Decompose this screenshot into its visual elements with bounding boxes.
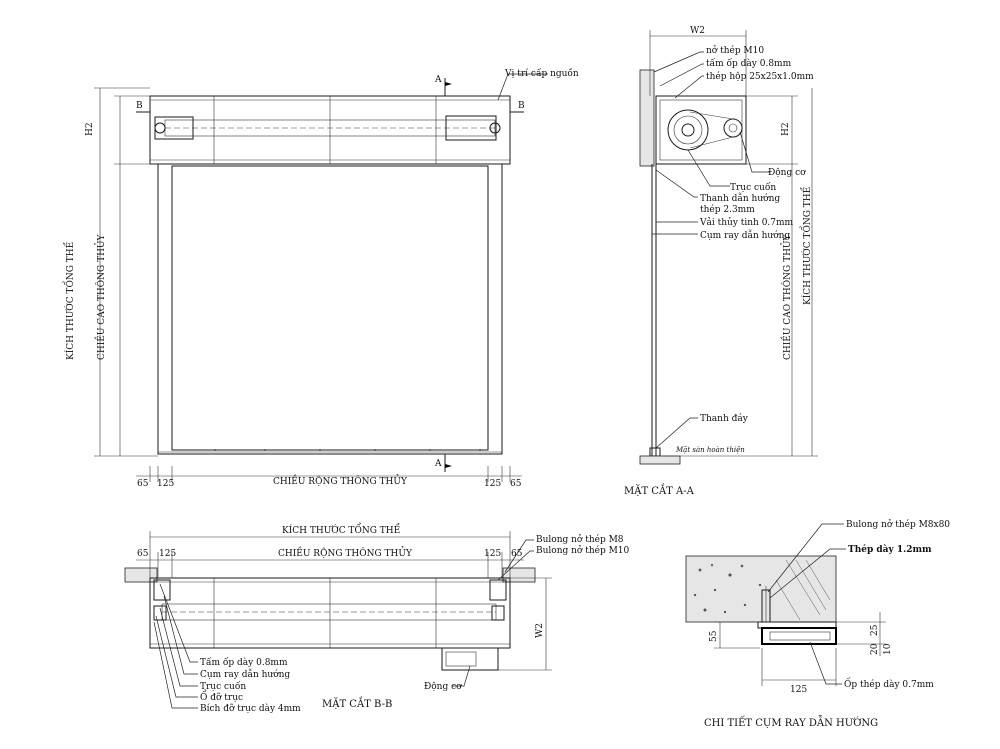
aa-floor bbox=[639, 455, 681, 465]
aa-dim-w2: W2 bbox=[690, 26, 705, 36]
aa-label-guide-bar: Thanh dẫn hướng bbox=[700, 192, 780, 204]
aa-label-anchor-m10: nở thép M10 bbox=[706, 45, 764, 56]
section-b-marker-right: B bbox=[518, 101, 525, 111]
detail-label-cover: Ốp thép dày 0.7mm bbox=[844, 677, 934, 690]
detail-dim-20: 20 bbox=[870, 643, 880, 655]
bb-label-bolt-m8: Bulong nở thép M8 bbox=[536, 534, 624, 545]
bb-label-bolt-m10: Bulong nở thép M10 bbox=[536, 545, 630, 556]
detail-concrete bbox=[685, 555, 837, 623]
dim-clear-width-front: CHIỀU RỘNG THÔNG THỦY bbox=[273, 474, 408, 487]
bb-wall-left bbox=[124, 567, 158, 583]
aa-label-cover-plate: tấm ốp dày 0.8mm bbox=[706, 58, 792, 69]
dim-125-left-front: 125 bbox=[157, 479, 174, 489]
bb-label-roller: Trục cuốn bbox=[200, 681, 246, 692]
bb-label-flange: Bích đỡ trục dày 4mm bbox=[200, 703, 301, 714]
detail-dim-55: 55 bbox=[709, 630, 719, 642]
label-power-location: Vị trí cấp nguồn bbox=[504, 68, 579, 79]
bb-dim-65-left: 65 bbox=[137, 549, 149, 559]
front-door-frame bbox=[157, 163, 503, 455]
bb-wall-right bbox=[502, 567, 536, 583]
detail-title: CHI TIẾT CỤM RAY DẪN HƯỚNG bbox=[704, 716, 878, 729]
section-b-marker-left: B bbox=[136, 101, 143, 111]
aa-label-bottom-bar: Thanh đáy bbox=[700, 413, 749, 424]
bb-dim-total: KÍCH THƯỚC TỔNG THỂ bbox=[282, 522, 400, 536]
bb-label-motor: Động cơ bbox=[424, 681, 462, 692]
bb-label-cover-plate: Tấm ốp dày 0.8mm bbox=[200, 657, 288, 668]
aa-wall-concrete bbox=[639, 69, 655, 167]
bb-dim-clear-width: CHIỀU RỘNG THÔNG THỦY bbox=[278, 546, 413, 559]
dim-clear-height-front: CHIỀU CAO THÔNG THỦY bbox=[94, 233, 107, 360]
bb-motor bbox=[441, 647, 499, 671]
detail-label-steel: Thép dày 1.2mm bbox=[848, 544, 932, 555]
front-door-panel bbox=[171, 165, 489, 451]
aa-dim-clear-height: CHIỀU CAO THÔNG THỦY bbox=[780, 233, 793, 360]
section-a-marker-bottom: A bbox=[434, 459, 442, 469]
bb-title: MẶT CẮT B-B bbox=[322, 697, 392, 710]
detail-concrete-texture bbox=[693, 563, 762, 614]
front-elevation: A A B B Vị trí cấp nguồn H2 KÍCH THƯỚC T… bbox=[62, 68, 579, 489]
bb-label-bearing: Ổ đỡ trục bbox=[200, 689, 243, 703]
detail-dim-125: 125 bbox=[790, 685, 807, 695]
aa-label-guide-assembly: Cụm ray dẫn hướng bbox=[700, 229, 790, 241]
aa-labels: nở thép M10 tấm ốp dày 0.8mm thép hộp 25… bbox=[675, 45, 814, 454]
aa-label-steel-thickness: thép 2.3mm bbox=[700, 204, 755, 215]
aa-dim-h2: H2 bbox=[781, 122, 791, 136]
aa-title: MẶT CẮT A-A bbox=[624, 484, 695, 497]
dim-h2-front: H2 bbox=[85, 122, 95, 136]
detail-rail-profile bbox=[761, 627, 837, 645]
bb-dim-125-left: 125 bbox=[159, 549, 176, 559]
detail-guide-assembly: 55 125 25 20 10 Bulong nở thép M8x80 Thé… bbox=[685, 519, 950, 729]
bb-dim-w2: W2 bbox=[535, 623, 545, 638]
aa-label-steel-box: thép hộp 25x25x1.0mm bbox=[706, 71, 814, 82]
section-aa: W2 H2 CHIỀU CAO THÔNG THỦY KÍCH THƯỚC TỔ… bbox=[624, 26, 818, 497]
dim-125-right-front: 125 bbox=[484, 479, 501, 489]
front-bottom-bolts bbox=[214, 449, 481, 451]
section-bb: KÍCH THƯỚC TỔNG THỂ CHIỀU RỘNG THÔNG THỦ… bbox=[124, 522, 630, 714]
dim-65-right-front: 65 bbox=[510, 479, 522, 489]
front-motor-right bbox=[445, 115, 497, 141]
aa-motor bbox=[723, 118, 743, 138]
aa-label-fiberglass: Vải thủy tinh 0.7mm bbox=[699, 217, 794, 228]
bb-label-guide-assembly: Cụm ray dẫn hướng bbox=[200, 668, 290, 680]
aa-label-motor: Động cơ bbox=[768, 167, 806, 178]
aa-housing bbox=[655, 95, 747, 165]
aa-label-roller: Trục cuốn bbox=[730, 182, 776, 193]
bb-dim-125-right: 125 bbox=[484, 549, 501, 559]
dim-total-height-front: KÍCH THƯỚC TỔNG THỂ bbox=[62, 242, 76, 360]
dim-65-left-front: 65 bbox=[137, 479, 149, 489]
aa-label-finished-floor: Mặt sàn hoàn thiện bbox=[675, 446, 745, 454]
detail-dim-25: 25 bbox=[870, 624, 880, 636]
detail-dim-10: 10 bbox=[883, 643, 893, 655]
section-a-marker-top: A bbox=[434, 75, 442, 85]
detail-label-bolt: Bulong nở thép M8x80 bbox=[846, 519, 950, 530]
aa-dim-total-height: KÍCH THƯỚC TỔNG THỂ bbox=[799, 187, 813, 305]
